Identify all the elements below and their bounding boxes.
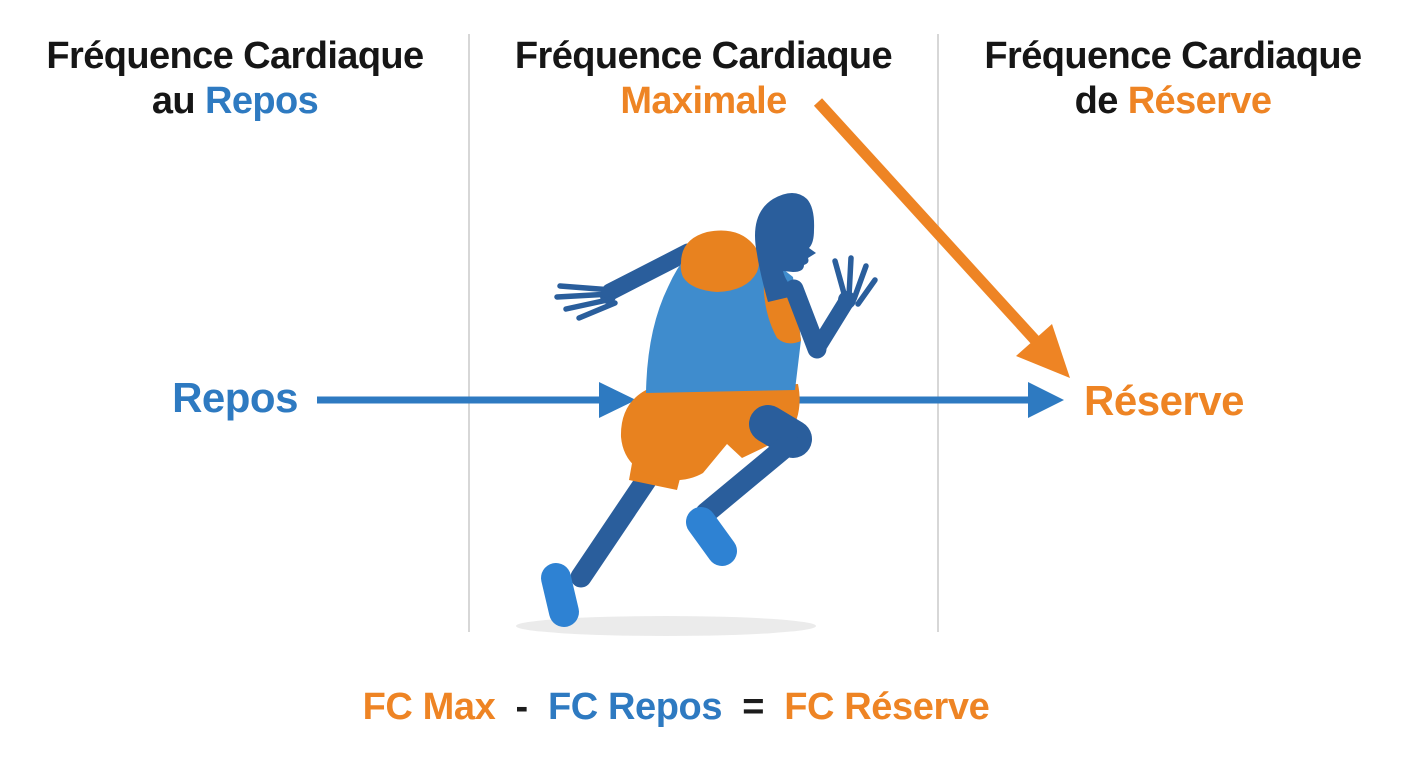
title-line2: de Réserve — [938, 79, 1408, 124]
runner-rear-shin — [570, 459, 664, 588]
title-prefix: au — [151, 80, 205, 122]
repos-horizontal-arrow — [317, 382, 636, 418]
runner-head — [755, 193, 816, 302]
title-highlight-repos: Repos — [204, 80, 319, 122]
column-title-maximale: Fréquence Cardiaque Maximale — [469, 34, 938, 124]
formula-equals-sign: = — [742, 686, 765, 728]
title-line1: Fréquence Cardiaque — [514, 35, 893, 77]
formula-fc-reserve: FC Réserve — [784, 686, 990, 728]
title-highlight-reserve: Réserve — [1127, 80, 1272, 122]
title-line1: Fréquence Cardiaque — [984, 35, 1362, 77]
title-line2: Maximale — [469, 79, 938, 124]
formula-minus-sign: - — [515, 686, 529, 728]
title-line1: Fréquence Cardiaque — [46, 35, 424, 77]
runner-shadow — [516, 616, 816, 636]
formula-fc-repos: FC Repos — [547, 686, 723, 728]
title-line2: au Repos — [0, 79, 470, 124]
runner-front-calf — [695, 433, 800, 524]
runner-shoulder-patch — [680, 230, 760, 292]
column-title-repos: Fréquence Cardiaque au Repos — [0, 34, 470, 124]
runner-rear-shoe — [541, 563, 579, 627]
title-prefix: de — [1074, 80, 1128, 122]
runner-rear-arm — [554, 243, 697, 321]
repos-label: Repos — [172, 374, 298, 421]
formula-fc-max: FC Max — [362, 686, 496, 728]
runner-shorts — [620, 384, 800, 481]
runner-torso — [646, 242, 801, 393]
runner-front-shoe — [686, 507, 737, 566]
runner-illustration — [541, 193, 878, 627]
reserve-horizontal-arrow — [770, 382, 1064, 418]
formula: FC Max - FC Repos = FC Réserve — [0, 686, 1352, 729]
column-title-reserve: Fréquence Cardiaque de Réserve — [938, 34, 1408, 124]
maximale-to-reserve-diagonal-arrow — [813, 98, 1070, 378]
reserve-label: Réserve — [1084, 377, 1244, 424]
title-highlight-maximale: Maximale — [620, 80, 787, 122]
runner-front-arm — [784, 255, 878, 359]
